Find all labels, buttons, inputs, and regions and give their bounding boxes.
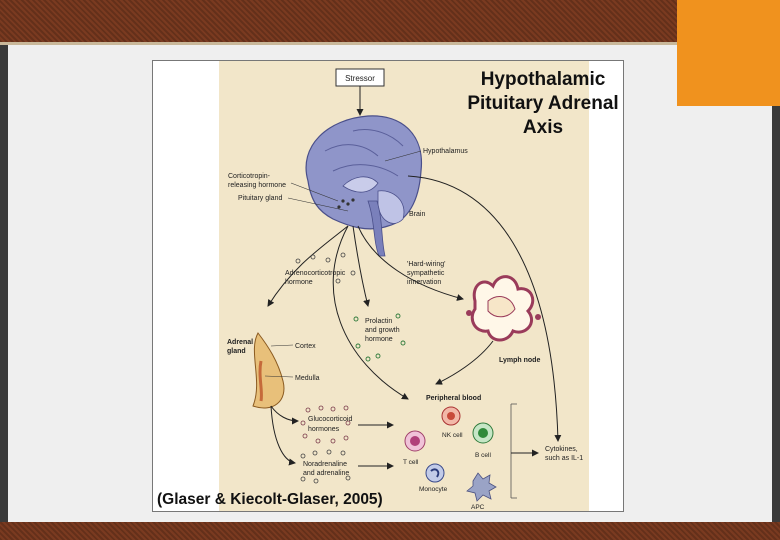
cytokines-label-line-2: such as IL-1 (545, 455, 583, 462)
brain-label: Brain (409, 211, 425, 218)
nk-cell (442, 407, 460, 425)
prolactin-label-line-2: and growth (365, 327, 400, 334)
hardwiring-label-line-1: 'Hard-wiring' (407, 261, 445, 268)
prolactin-label-line-1: Prolactin (365, 318, 392, 325)
citation-label: (Glaser & Kiecolt-Glaser, 2005) (157, 491, 383, 508)
adrenal-medulla-illustration (260, 361, 261, 401)
noradrenaline-label-line-1: Noradrenaline (303, 461, 347, 468)
b-cell-label: B cell (475, 452, 491, 459)
hpa-diagram: Hypothalamic Pituitary Adrenal Axis Stre… (153, 61, 623, 511)
hpa-axis-figure: Hypothalamic Pituitary Adrenal Axis Stre… (152, 60, 624, 512)
prolactin-label-line-3: hormone (365, 336, 393, 343)
adrenal-label-line-2: gland (227, 348, 246, 355)
crh-label-line-1: Corticotropin- (228, 173, 271, 180)
orange-accent-block (677, 0, 780, 106)
peripheral-blood-label: Peripheral blood (426, 395, 481, 402)
hardwiring-label-line-2: sympathetic (407, 270, 445, 277)
cortex-label: Cortex (295, 343, 316, 350)
adrenal-label-line-1: Adrenal (227, 339, 253, 346)
medulla-label: Medulla (295, 375, 320, 382)
bottom-decor-bar (0, 522, 780, 540)
hypothalamus-label: Hypothalamus (423, 148, 468, 155)
title-line-3: Axis (523, 117, 563, 138)
stressor-label: Stressor (345, 74, 375, 83)
t-cell (405, 431, 425, 451)
b-cell (473, 423, 493, 443)
acth-label-line-2: hormone (285, 279, 313, 286)
title-line-2: Pituitary Adrenal (467, 93, 618, 114)
hardwiring-label-line-3: innervation (407, 279, 441, 286)
nk-cell-label: NK cell (442, 432, 463, 439)
acth-label-line-1: Adrenocorticotropic (285, 270, 346, 277)
top-decor-bar (0, 0, 780, 42)
apc-label: APC (471, 504, 485, 511)
lymph-node-label: Lymph node (499, 357, 540, 364)
crh-label-line-2: releasing hormone (228, 182, 286, 189)
t-cell-label: T cell (403, 459, 419, 466)
monocyte-label: Monocyte (419, 486, 448, 493)
glucocorticoid-label-line-2: hormones (308, 426, 340, 433)
cytokines-label-line-1: Cytokines, (545, 446, 578, 453)
title-line-1: Hypothalamic (481, 69, 606, 90)
glucocorticoid-label-line-1: Glucocorticoid (308, 416, 352, 423)
pituitary-label: Pituitary gland (238, 195, 282, 202)
noradrenaline-label-line-2: and adrenaline (303, 470, 349, 477)
monocyte-cell (426, 464, 444, 482)
